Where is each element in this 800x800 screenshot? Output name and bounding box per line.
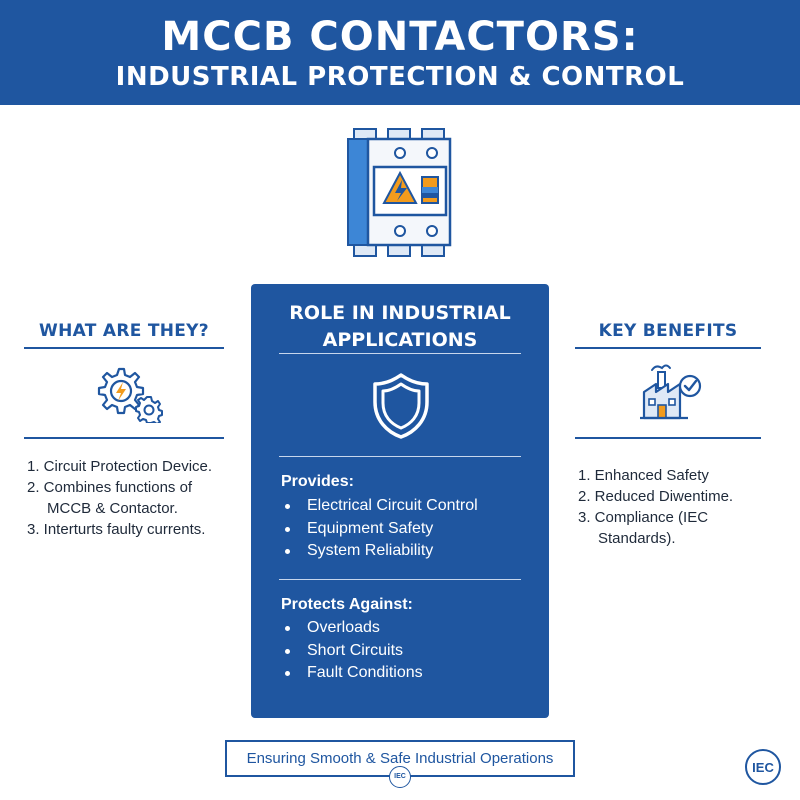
left-bottom-divider [24,437,224,439]
right-column-title: KEY BENEFITS [598,321,738,341]
page-title: MCCB CONTACTORS: [161,14,639,60]
shield-icon [373,373,429,439]
list-item: Overloads [285,617,423,640]
list-item: 1. Enhanced Safety [578,467,709,484]
list-item: 2. Combines functions of [27,479,193,496]
role-panel: ROLE IN INDUSTRIAL APPLICATIONS Provides… [251,284,549,718]
factory-check-icon [640,364,702,420]
right-bottom-divider [575,437,761,439]
list-item: Standards). [598,530,676,547]
list-item: 3. Interturts faulty currents. [27,521,206,538]
header-banner: MCCB CONTACTORS: INDUSTRIAL PROTECTION &… [0,0,800,105]
panel-divider [279,456,521,457]
left-feature-list: 1. Circuit Protection Device. 2. Combine… [27,456,227,540]
list-item: Fault Conditions [285,662,423,685]
left-top-divider [24,347,224,349]
role-panel-title: ROLE IN INDUSTRIAL APPLICATIONS [289,302,511,351]
list-item: MCCB & Contactor. [47,500,178,517]
footer-iec-badge: IEC [389,766,411,788]
mccb-device-icon [347,128,452,257]
list-item: 1. Circuit Protection Device. [27,458,213,475]
protects-heading: Protects Against: [281,596,413,613]
right-top-divider [575,347,761,349]
list-item: Equipment Safety [285,518,478,541]
list-item: Short Circuits [285,640,423,663]
left-column-title: WHAT ARE THEY? [39,321,209,341]
svg-text:IEC: IEC [752,760,774,775]
list-item: System Reliability [285,540,478,563]
right-benefit-list: 1. Enhanced Safety 2. Reduced Diwentime.… [578,465,768,549]
iec-logo: IEC [745,749,781,785]
protects-list: Overloads Short Circuits Fault Condition… [285,617,423,685]
page-subtitle: INDUSTRIAL PROTECTION & CONTROL [115,62,685,92]
provides-heading: Provides: [281,473,354,490]
list-item: 2. Reduced Diwentime. [578,488,734,505]
provides-list: Electrical Circuit Control Equipment Saf… [285,495,478,563]
panel-divider [279,353,521,354]
gear-lightning-icon [97,367,163,423]
list-item: Electrical Circuit Control [285,495,478,518]
panel-divider [279,579,521,580]
list-item: 3. Compliance (IEC [578,509,709,526]
